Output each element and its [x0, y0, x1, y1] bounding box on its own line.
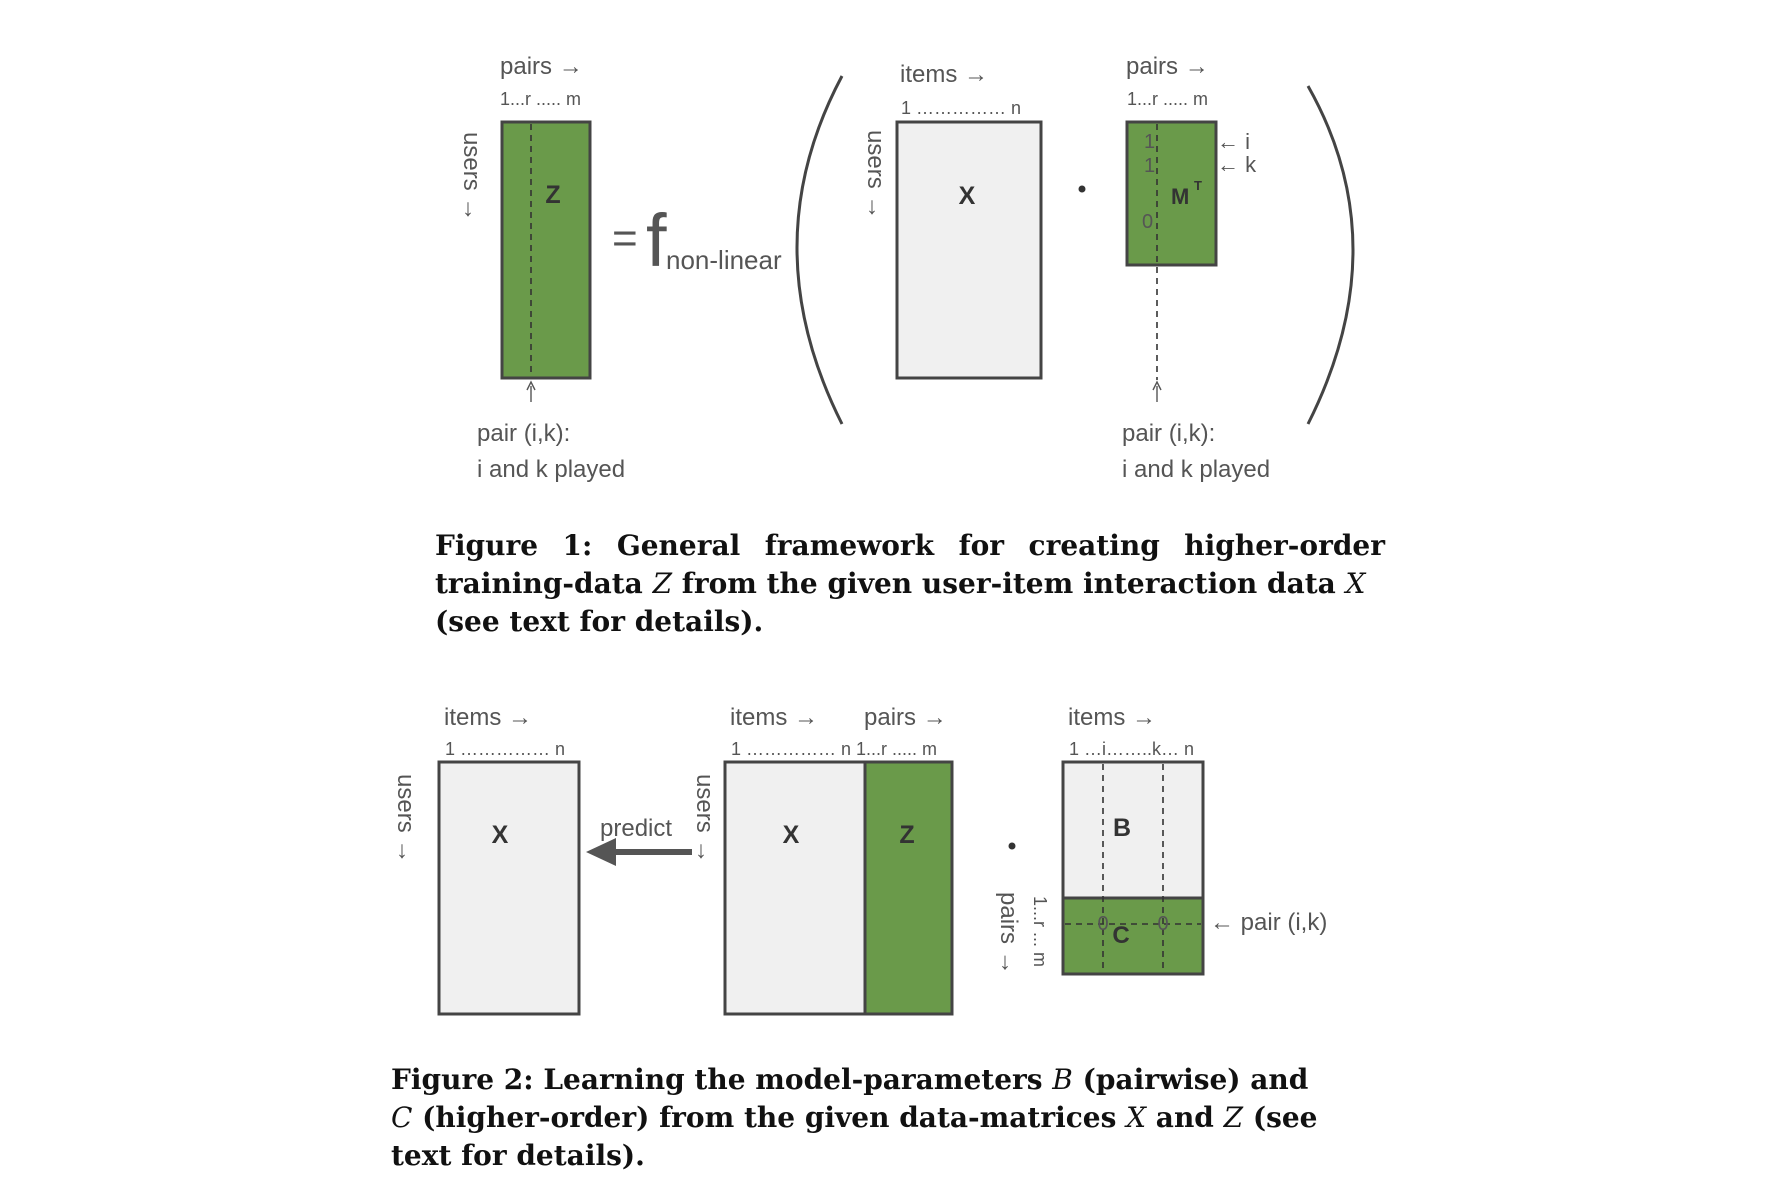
fig2-x-header: items →	[444, 704, 532, 731]
fig2-xz-side-label: users →	[691, 774, 718, 863]
fig2-x-matrix	[437, 760, 581, 1016]
fig1-caption-math-z: Z	[652, 567, 673, 600]
fig1-x-label: X	[959, 182, 976, 210]
fig1-z-up-arrowhead	[526, 380, 536, 391]
fig2-x-label: X	[492, 821, 509, 849]
fig1-caption-line1: Figure 1: General framework for creating…	[435, 529, 1385, 562]
fig2-bc-index: 1 …i……..k… n	[1069, 739, 1194, 759]
fig1-m-arrow-i: ← i	[1217, 129, 1250, 154]
fig2-bc-side-pairs: pairs →	[995, 892, 1022, 975]
fig1-m-index: 1...r ..... m	[1127, 89, 1208, 109]
fig1-x-block: items → 1 …………… n users → X	[862, 61, 1043, 380]
fig2-c-label: C	[1112, 922, 1129, 949]
fig2-caption-math-x: X	[1126, 1101, 1147, 1134]
fig2-caption-math-z: Z	[1223, 1101, 1244, 1134]
fig1-x-header: items →	[900, 61, 988, 88]
fig1-function: = f non-linear	[612, 199, 782, 282]
fig2-b-label: B	[1113, 814, 1131, 842]
fig2-x-block: items → 1 …………… n users → X	[392, 704, 581, 1016]
fig1-m-cell-1: 1	[1144, 131, 1155, 153]
fig1-function-subscript: non-linear	[666, 245, 782, 275]
fig1-z-note-line2: i and k played	[477, 456, 625, 483]
fig2-caption-line2b: and	[1146, 1101, 1224, 1134]
fig1-m-note-line1: pair (i,k):	[1122, 420, 1215, 447]
fig1-m-cell-2: 1	[1144, 155, 1155, 177]
fig2-caption-math-c: C	[391, 1101, 413, 1134]
fig1-left-parenthesis	[795, 75, 844, 425]
fig2-caption-line3: text for details).	[391, 1139, 645, 1172]
fig1-dot-operator	[1078, 185, 1086, 193]
fig2-predict-arrowhead	[586, 838, 616, 866]
figure-1-caption: Figure 1: General framework for creating…	[435, 527, 1385, 641]
fig2-x-index: 1 …………… n	[445, 739, 565, 759]
fig2-predict-arrow: predict	[586, 815, 692, 866]
fig2-c-matrix	[1061, 896, 1205, 976]
fig2-xz-index: 1 …………… n 1...r ..... m	[731, 739, 937, 759]
fig1-m-note-line2: i and k played	[1122, 456, 1270, 483]
fig2-predict-label: predict	[600, 815, 672, 842]
fig1-m-header: pairs →	[1126, 53, 1209, 80]
fig1-z-index: 1...r ..... m	[500, 89, 581, 109]
fig2-zero-k: 0	[1157, 913, 1168, 935]
fig1-caption-line3: (see text for details).	[435, 605, 764, 638]
fig2-bc-header: items →	[1068, 704, 1156, 731]
figure-2-diagram: items → 1 …………… n users → X predict item…	[392, 704, 1327, 1016]
fig1-m-arrow-k: ← k	[1217, 152, 1257, 177]
fig2-xz-z-label: Z	[899, 821, 914, 849]
fig1-z-side-label: users →	[458, 132, 485, 221]
fig1-z-block: pairs → 1...r ..... m users → Z pair (i,…	[458, 53, 625, 483]
fig1-m-cell-3: 0	[1142, 211, 1153, 233]
fig2-xz-header-items: items →	[730, 704, 818, 731]
fig1-x-side-label: users →	[862, 130, 889, 219]
fig2-x-side-label: users →	[392, 774, 419, 863]
fig1-x-index: 1 …………… n	[901, 98, 1021, 118]
fig1-m-block: pairs → 1...r ..... m 1 1 0 M T ← i ← k …	[1122, 53, 1270, 483]
fig1-m-label: M	[1171, 184, 1189, 209]
fig1-m-matrix	[1125, 120, 1218, 267]
fig2-pair-arrow: ← pair (i,k)	[1210, 909, 1327, 936]
fig2-xz-z-matrix	[863, 760, 954, 1016]
fig1-function-f: f	[646, 199, 667, 282]
fig1-x-matrix	[895, 120, 1043, 380]
fig1-m-superscript: T	[1194, 178, 1202, 193]
fig2-b-matrix	[1061, 760, 1205, 900]
fig1-z-matrix	[500, 120, 592, 380]
fig1-z-header: pairs →	[500, 53, 583, 80]
fig1-z-label: Z	[545, 181, 560, 209]
fig2-xz-x-matrix	[723, 760, 867, 1016]
fig2-caption-line1b: (pairwise) and	[1072, 1063, 1309, 1096]
fig2-caption-line1a: Figure 2: Learning the model-parameters	[391, 1063, 1053, 1096]
fig2-caption-math-b: B	[1052, 1063, 1073, 1096]
fig1-caption-line2a: training-data	[435, 567, 653, 600]
fig2-caption-line2a: (higher-order) from the given data-matri…	[412, 1101, 1127, 1134]
fig1-z-note-line1: pair (i,k):	[477, 420, 570, 447]
figure-2-caption: Figure 2: Learning the model-parameters …	[391, 1061, 1341, 1175]
fig2-bc-side-index: 1...r ... m	[1030, 896, 1050, 967]
fig1-m-up-arrowhead	[1152, 380, 1162, 391]
figure-1-diagram: pairs → 1...r ..... m users → Z pair (i,…	[458, 53, 1355, 483]
fig1-caption-math-x: X	[1345, 567, 1366, 600]
fig2-xz-block: items → pairs → 1 …………… n 1...r ..... m …	[691, 704, 954, 1016]
fig2-xz-header-pairs: pairs →	[864, 704, 947, 731]
fig2-dot-operator	[1008, 842, 1016, 850]
fig1-caption-line2b: from the given user-item interaction dat…	[672, 567, 1346, 600]
fig1-right-parenthesis	[1306, 85, 1355, 425]
fig2-xz-x-label: X	[783, 821, 800, 849]
fig2-zero-i: 0	[1097, 913, 1108, 935]
fig1-equals-sign: =	[612, 214, 638, 263]
fig2-caption-line2c: (see	[1243, 1101, 1318, 1134]
fig2-bc-block: items → 1 …i……..k… n B C 0 0 pairs → 1..…	[995, 704, 1327, 976]
